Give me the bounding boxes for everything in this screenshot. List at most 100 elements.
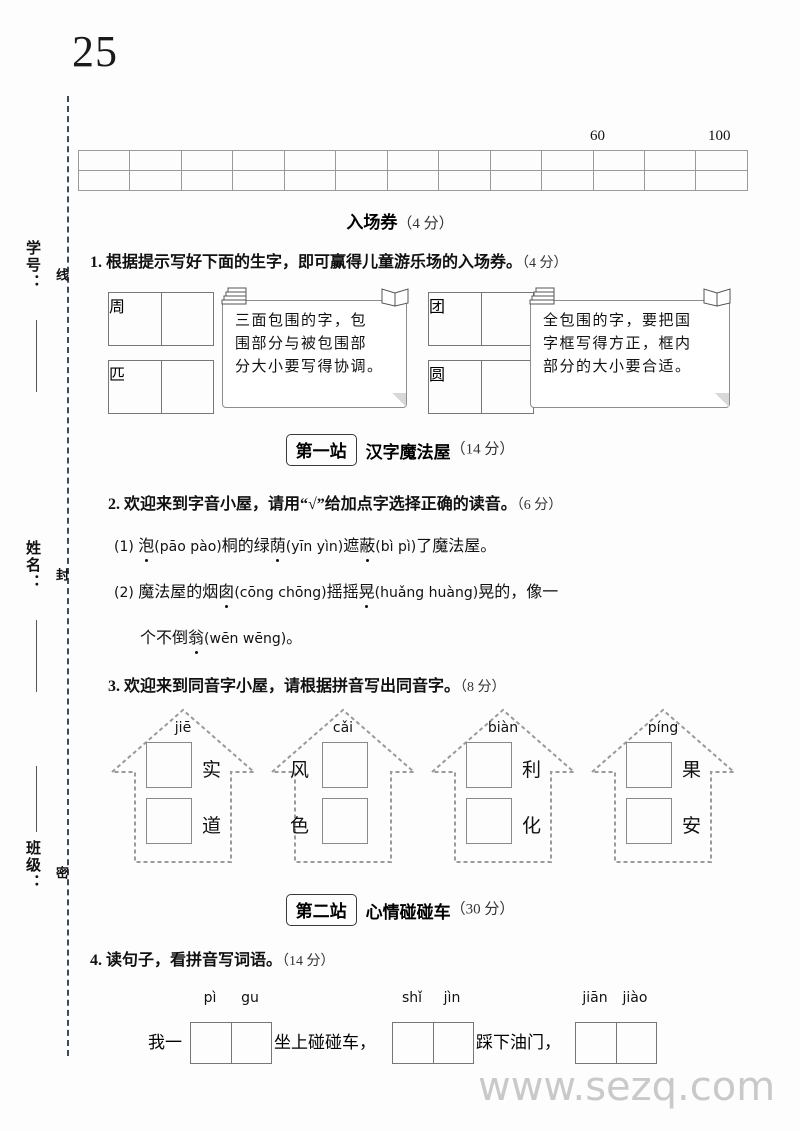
books-stack-icon <box>221 287 247 305</box>
sentence-text: 。 <box>286 630 303 647</box>
char-grid-zhou[interactable]: 周 <box>108 292 214 346</box>
pinyin-choice[interactable]: (huǎng huàng) <box>374 585 479 601</box>
house-answer-box[interactable] <box>466 798 512 844</box>
house-answer-box[interactable] <box>466 742 512 788</box>
score-table-cell[interactable] <box>77 170 131 191</box>
char-cell-blank[interactable] <box>481 293 533 345</box>
question-2-number: 2. <box>108 496 120 513</box>
house-answer-box[interactable] <box>322 798 368 844</box>
house-outline <box>110 708 256 863</box>
sentence-text: 了魔法屋。 <box>416 538 497 555</box>
score-table-row <box>77 170 748 191</box>
station-2-score: （30 分） <box>450 901 515 918</box>
sentence-mid-1: 坐上碰碰车， <box>274 1033 376 1052</box>
station-1-name: 汉字魔法屋 <box>365 442 451 462</box>
score-table-cell[interactable] <box>438 150 491 171</box>
question-2-item-1[interactable]: (1) 泡(pāo pào)桐的绿荫(yīn yìn)遮蔽(bì pì)了魔法屋… <box>114 532 496 556</box>
score-table-cell[interactable] <box>541 150 594 171</box>
char-grid-yuan[interactable]: 圆 <box>428 360 534 414</box>
station-2-badge: 第二站 <box>285 894 357 926</box>
char-cell-blank[interactable] <box>161 293 213 345</box>
answer-cell[interactable] <box>616 1023 656 1063</box>
score-table-cell[interactable] <box>129 170 182 191</box>
answer-pinyin-label: pì <box>203 990 217 1006</box>
char-cell-blank[interactable] <box>481 361 533 413</box>
note-card-1: 三面包围的字，包 围部分与被包围部 分大小要写得协调。 <box>222 300 407 408</box>
pinyin-choice[interactable]: (cōng chōng) <box>234 585 327 601</box>
note-card-2-corner-fold <box>715 393 729 407</box>
seal-label-student-id: 学号： <box>24 240 40 291</box>
answer-pinyin-label: jìn <box>443 990 461 1006</box>
question-4-number: 4. <box>90 952 102 969</box>
house-answer-box[interactable] <box>146 742 192 788</box>
house-hint-character: 果 <box>682 760 702 781</box>
answer-cell[interactable] <box>393 1023 433 1063</box>
house-outline <box>270 708 416 863</box>
sentence-text: 魔法屋的烟 <box>138 584 219 601</box>
score-table-cell[interactable] <box>232 170 285 191</box>
score-table-cell[interactable] <box>77 150 131 171</box>
score-table-cell[interactable] <box>643 170 697 191</box>
question-2-item-2[interactable]: (2) 魔法屋的烟囱(cōng chōng)摇摇晃(huǎng huàng)晃的… <box>114 578 558 602</box>
score-table-cell[interactable] <box>180 170 234 191</box>
answer-cell[interactable] <box>433 1023 473 1063</box>
score-table-cell[interactable] <box>592 170 645 191</box>
answer-cell[interactable] <box>231 1023 271 1063</box>
note-card-2: 全包围的字，要把国 字框写得方正，框内 部分的大小要合适。 <box>530 300 730 408</box>
score-table-cell[interactable] <box>386 170 440 191</box>
score-table-cell[interactable] <box>489 150 543 171</box>
score-table-cell[interactable] <box>541 170 594 191</box>
score-table-cell[interactable] <box>283 170 337 191</box>
score-table-cell[interactable] <box>283 150 337 171</box>
score-table-cell[interactable] <box>695 150 748 171</box>
pinyin-choice[interactable]: (bì pì) <box>375 539 417 555</box>
house-outline <box>590 708 736 863</box>
score-table-cell[interactable] <box>386 150 440 171</box>
score-table-cell[interactable] <box>592 150 645 171</box>
score-table-cell[interactable] <box>129 150 182 171</box>
answer-grid-2[interactable] <box>392 1022 474 1064</box>
house-answer-box[interactable] <box>146 798 192 844</box>
pinyin-choice[interactable]: (pāo pào) <box>154 539 222 555</box>
station-1-score: （14 分） <box>450 441 515 458</box>
dotted-character: 泡 <box>138 538 155 555</box>
score-table-cell[interactable] <box>438 170 491 191</box>
answer-grid-1[interactable] <box>190 1022 272 1064</box>
question-2-item-2-cont[interactable]: 个不倒翁(wēn wēng)。 <box>140 624 302 648</box>
score-table-cell[interactable] <box>695 170 748 191</box>
question-1-score: （4 分） <box>522 256 568 271</box>
pinyin-choice[interactable]: (wēn wēng) <box>204 631 287 647</box>
answer-grid-3[interactable] <box>575 1022 657 1064</box>
score-table-cell[interactable] <box>643 150 697 171</box>
answer-cell[interactable] <box>191 1023 231 1063</box>
question-2-score: （6 分） <box>516 498 563 513</box>
char-grid-tuan[interactable]: 团 <box>428 292 534 346</box>
char-cell-blank[interactable] <box>161 361 213 413</box>
char-glyph-tuan: 团 <box>429 299 446 316</box>
house-answer-box[interactable] <box>322 742 368 788</box>
house-answer-box[interactable] <box>626 798 672 844</box>
seal-mark-xian: 线 <box>54 268 69 281</box>
answer-cell[interactable] <box>576 1023 616 1063</box>
station-1: 第一站汉字魔法屋（14 分） <box>0 434 800 466</box>
seal-label-name: 姓名： <box>24 540 40 591</box>
pinyin-choice[interactable]: (yīn yìn) <box>285 539 344 555</box>
score-table-cell[interactable] <box>232 150 285 171</box>
question-2-item-label: (2) <box>114 585 139 601</box>
char-grid-pi[interactable]: 匹 <box>108 360 214 414</box>
answer-pinyin-label: shǐ <box>401 990 423 1006</box>
score-table-cell[interactable] <box>180 150 234 171</box>
score-mark-60: 60 <box>590 128 605 144</box>
char-cell-filled: 团 <box>429 293 481 345</box>
answer-pinyin-label: jiào <box>622 990 648 1006</box>
score-table-cell[interactable] <box>335 170 388 191</box>
house-answer-box[interactable] <box>626 742 672 788</box>
score-table-cell[interactable] <box>489 170 543 191</box>
score-table[interactable] <box>77 150 748 191</box>
sentence-mid-2: 踩下油门， <box>476 1033 561 1052</box>
score-table-cell[interactable] <box>335 150 388 171</box>
